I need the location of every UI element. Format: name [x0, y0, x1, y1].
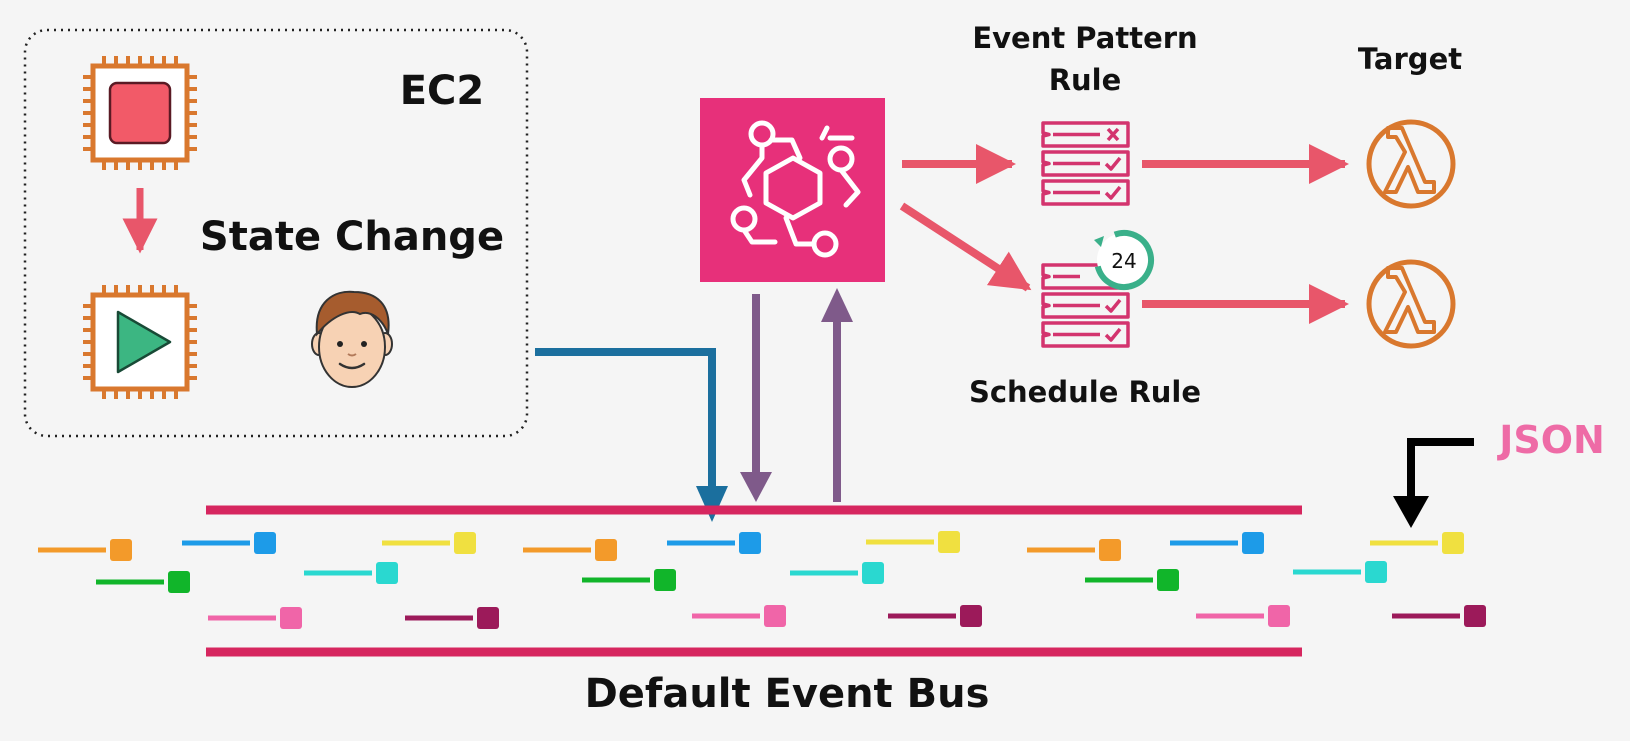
eventbridge-icon [700, 98, 885, 282]
event-token [595, 539, 617, 561]
clock-24h-icon: 24 [1094, 230, 1154, 290]
event-pattern-rule-label-line2: Rule [1049, 63, 1122, 97]
event-token [254, 532, 276, 554]
event-token [454, 532, 476, 554]
ec2-instance-stopped-icon [83, 56, 197, 170]
event-token [1365, 561, 1387, 583]
ec2-to-bus-arrowhead [696, 486, 728, 522]
event-token [960, 605, 982, 627]
state-change-label: State Change [200, 214, 504, 260]
event-token [1157, 569, 1179, 591]
events-layer [38, 531, 1486, 629]
lambda-icon [1366, 119, 1456, 209]
bus-to-eventbridge-arrowhead [821, 288, 853, 322]
eventbridge-to-schedule-rule-arrow [899, 202, 1032, 292]
clock-hours-text: 24 [1111, 249, 1136, 273]
json-label: JSON [1496, 418, 1605, 462]
target-label: Target [1358, 42, 1462, 76]
event-token [280, 607, 302, 629]
json-pointer-arrow [1407, 438, 1474, 500]
event-token [938, 531, 960, 553]
ec2-container [23, 28, 529, 438]
event-token [764, 605, 786, 627]
ec2-label: EC2 [400, 68, 485, 114]
event-token [1464, 605, 1486, 627]
event-token [1442, 532, 1464, 554]
ec2-to-bus-arrow [535, 348, 716, 490]
lambda-icon [1366, 259, 1456, 349]
event-token [110, 539, 132, 561]
json-pointer-arrowhead [1393, 496, 1429, 528]
event-token [862, 562, 884, 584]
event-token [477, 607, 499, 629]
event-token [1099, 539, 1121, 561]
rule-list-icon [1041, 121, 1130, 206]
default-event-bus-label: Default Event Bus [585, 671, 990, 717]
event-token [1268, 605, 1290, 627]
event-token [1242, 532, 1264, 554]
event-pattern-rule-label-line1: Event Pattern [972, 21, 1197, 55]
event-token [376, 562, 398, 584]
ec2-instance-running-icon [83, 285, 197, 399]
event-token [739, 532, 761, 554]
eventbridge-to-bus-arrowhead [740, 472, 772, 502]
event-token [654, 569, 676, 591]
user-avatar-icon [311, 290, 393, 388]
schedule-rule-label: Schedule Rule [969, 375, 1201, 409]
event-token [168, 571, 190, 593]
